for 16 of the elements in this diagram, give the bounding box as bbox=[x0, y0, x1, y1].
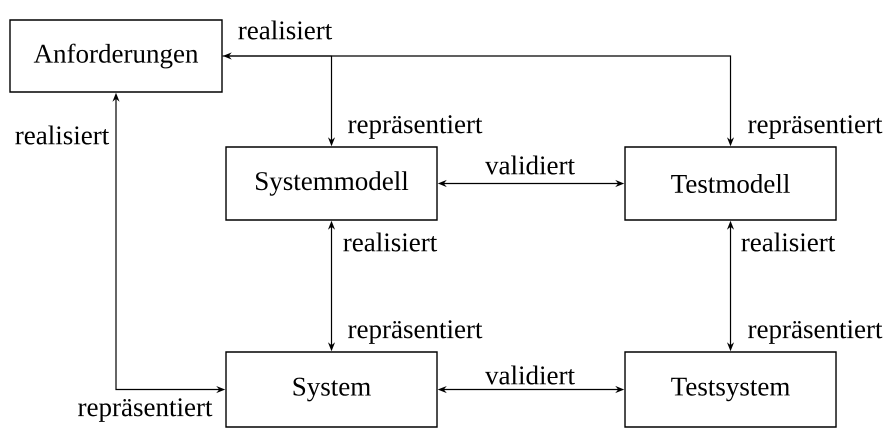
edge-label: repräsentiert bbox=[346, 319, 484, 345]
label: realisiert bbox=[740, 232, 836, 252]
box: Testsystem bbox=[624, 351, 837, 428]
edge-label: repräsentiert bbox=[746, 319, 884, 345]
box: Systemmodell bbox=[225, 146, 438, 221]
edge-label: validiert bbox=[484, 154, 576, 176]
label: realisiert bbox=[342, 232, 438, 252]
box: Anforderungen bbox=[9, 19, 223, 93]
box: Testmodell bbox=[624, 146, 837, 221]
box: System bbox=[225, 351, 438, 428]
label: realisiert bbox=[236, 20, 334, 40]
edge-label: repräsentiert bbox=[346, 114, 484, 140]
edge-label: validiert bbox=[484, 364, 576, 386]
edge-label: repräsentiert bbox=[76, 397, 214, 423]
label: realisiert bbox=[14, 124, 110, 146]
edge-label: repräsentiert bbox=[746, 114, 884, 140]
